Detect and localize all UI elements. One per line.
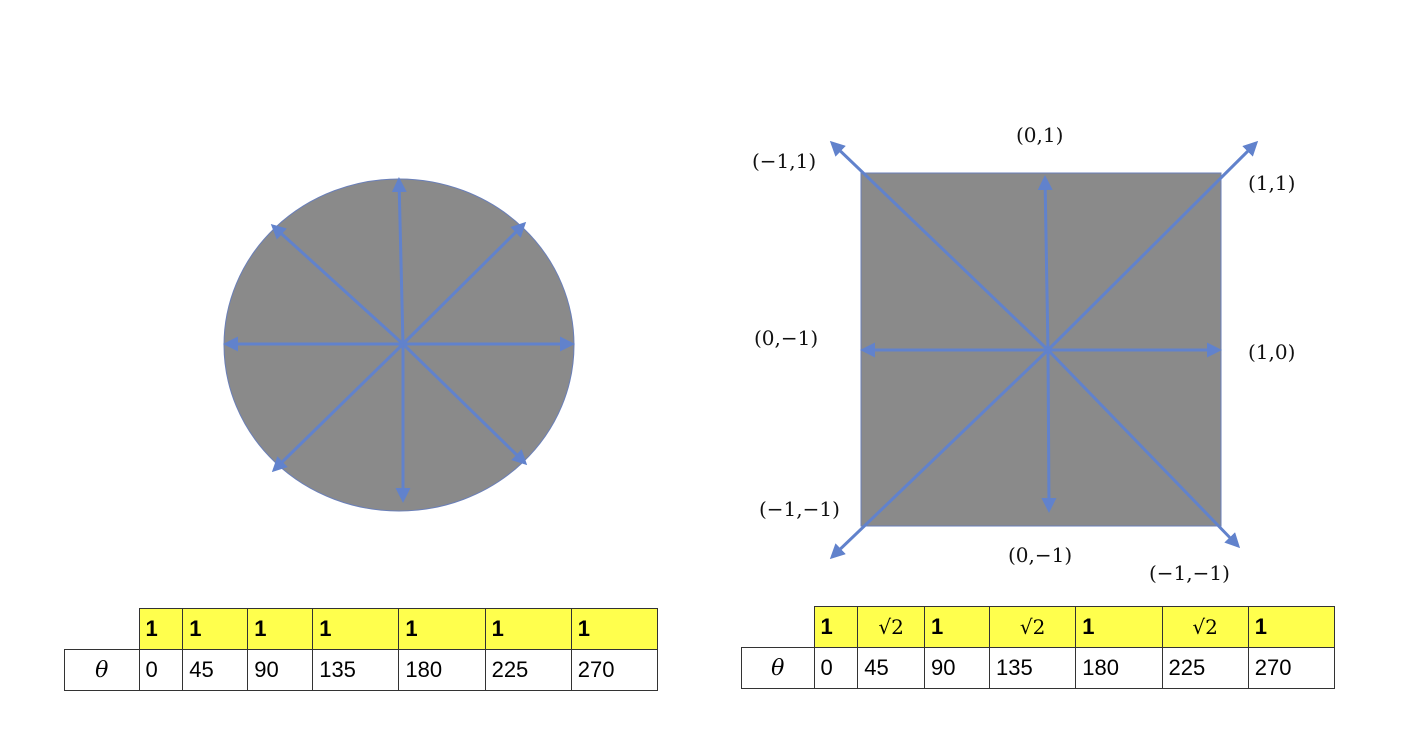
- angle-cell: 180: [398, 649, 486, 691]
- table-row: θ 0 45 90 135 180 225 270: [741, 647, 1336, 689]
- angle-cell: 270: [570, 649, 659, 691]
- angle-cell: 90: [247, 649, 314, 691]
- circle-arrow-down-right: [401, 342, 528, 466]
- magnitude-cell: 1: [924, 606, 991, 648]
- table-blank-cell: [65, 609, 140, 650]
- square-arrow-up: [1037, 175, 1053, 351]
- table-row: 1 1 1 1 1 1 1: [65, 608, 659, 650]
- square-arrow-up-left: [829, 140, 1050, 352]
- circle-arrows: [223, 177, 575, 503]
- angle-cell: 225: [484, 649, 572, 691]
- magnitude-cell: 1: [312, 608, 400, 650]
- angle-cell: 135: [989, 647, 1077, 689]
- label-right: (1,0): [1248, 340, 1295, 364]
- magnitude-cell: 1: [138, 608, 184, 650]
- square-arrow-down-right: [1046, 348, 1241, 549]
- circle-arrow-up-left: [270, 223, 405, 346]
- magnitude-cell: 1: [570, 608, 659, 650]
- magnitude-cell: 1: [1247, 606, 1336, 648]
- angle-cell: 90: [924, 647, 991, 689]
- circle-arrow-up: [391, 177, 407, 345]
- table-blank-cell: [742, 607, 815, 648]
- table-row: 1 √2 1 √2 1 √2 1: [742, 606, 1336, 648]
- magnitude-cell: √2: [989, 606, 1077, 648]
- theta-label: θ: [64, 649, 140, 691]
- square-arrow-up-right: [1046, 140, 1259, 352]
- magnitude-cell: 1: [398, 608, 486, 650]
- label-top-left: (−1,1): [752, 149, 816, 173]
- magnitude-cell: 1: [813, 606, 859, 648]
- magnitude-cell: 1: [1075, 606, 1163, 648]
- magnitude-cell: 1: [182, 608, 249, 650]
- circle-arrow-up-right: [401, 221, 527, 346]
- angle-cell: 225: [1161, 647, 1249, 689]
- right-value-table: 1 √2 1 √2 1 √2 1 θ 0 45 90 135 180 225 2…: [741, 606, 1336, 689]
- square-arrow-down: [1041, 349, 1057, 513]
- circle-arrow-down-left: [271, 342, 405, 473]
- angle-cell: 270: [1247, 647, 1336, 689]
- label-top: (0,1): [1016, 123, 1063, 147]
- label-bottom-left: (−1,−1): [759, 497, 840, 521]
- label-left: (0,−1): [754, 326, 818, 350]
- magnitude-cell: 1: [484, 608, 572, 650]
- angle-cell: 45: [857, 647, 926, 689]
- theta-label: θ: [741, 647, 815, 689]
- left-value-table: 1 1 1 1 1 1 1 θ 0 45 90 135 180 225 270: [64, 608, 659, 691]
- square-arrows: [829, 140, 1259, 560]
- magnitude-cell: √2: [1161, 606, 1249, 648]
- label-top-right: (1,1): [1248, 171, 1295, 195]
- label-bottom-right: (−1,−1): [1149, 561, 1230, 585]
- angle-cell: 45: [182, 649, 249, 691]
- square-arrow-down-left: [829, 348, 1050, 560]
- label-bottom: (0,−1): [1008, 543, 1072, 567]
- angle-cell: 0: [138, 649, 184, 691]
- angle-cell: 180: [1075, 647, 1163, 689]
- magnitude-cell: √2: [857, 606, 926, 648]
- table-row: θ 0 45 90 135 180 225 270: [64, 649, 659, 691]
- angle-cell: 0: [813, 647, 859, 689]
- angle-cell: 135: [312, 649, 400, 691]
- magnitude-cell: 1: [247, 608, 314, 650]
